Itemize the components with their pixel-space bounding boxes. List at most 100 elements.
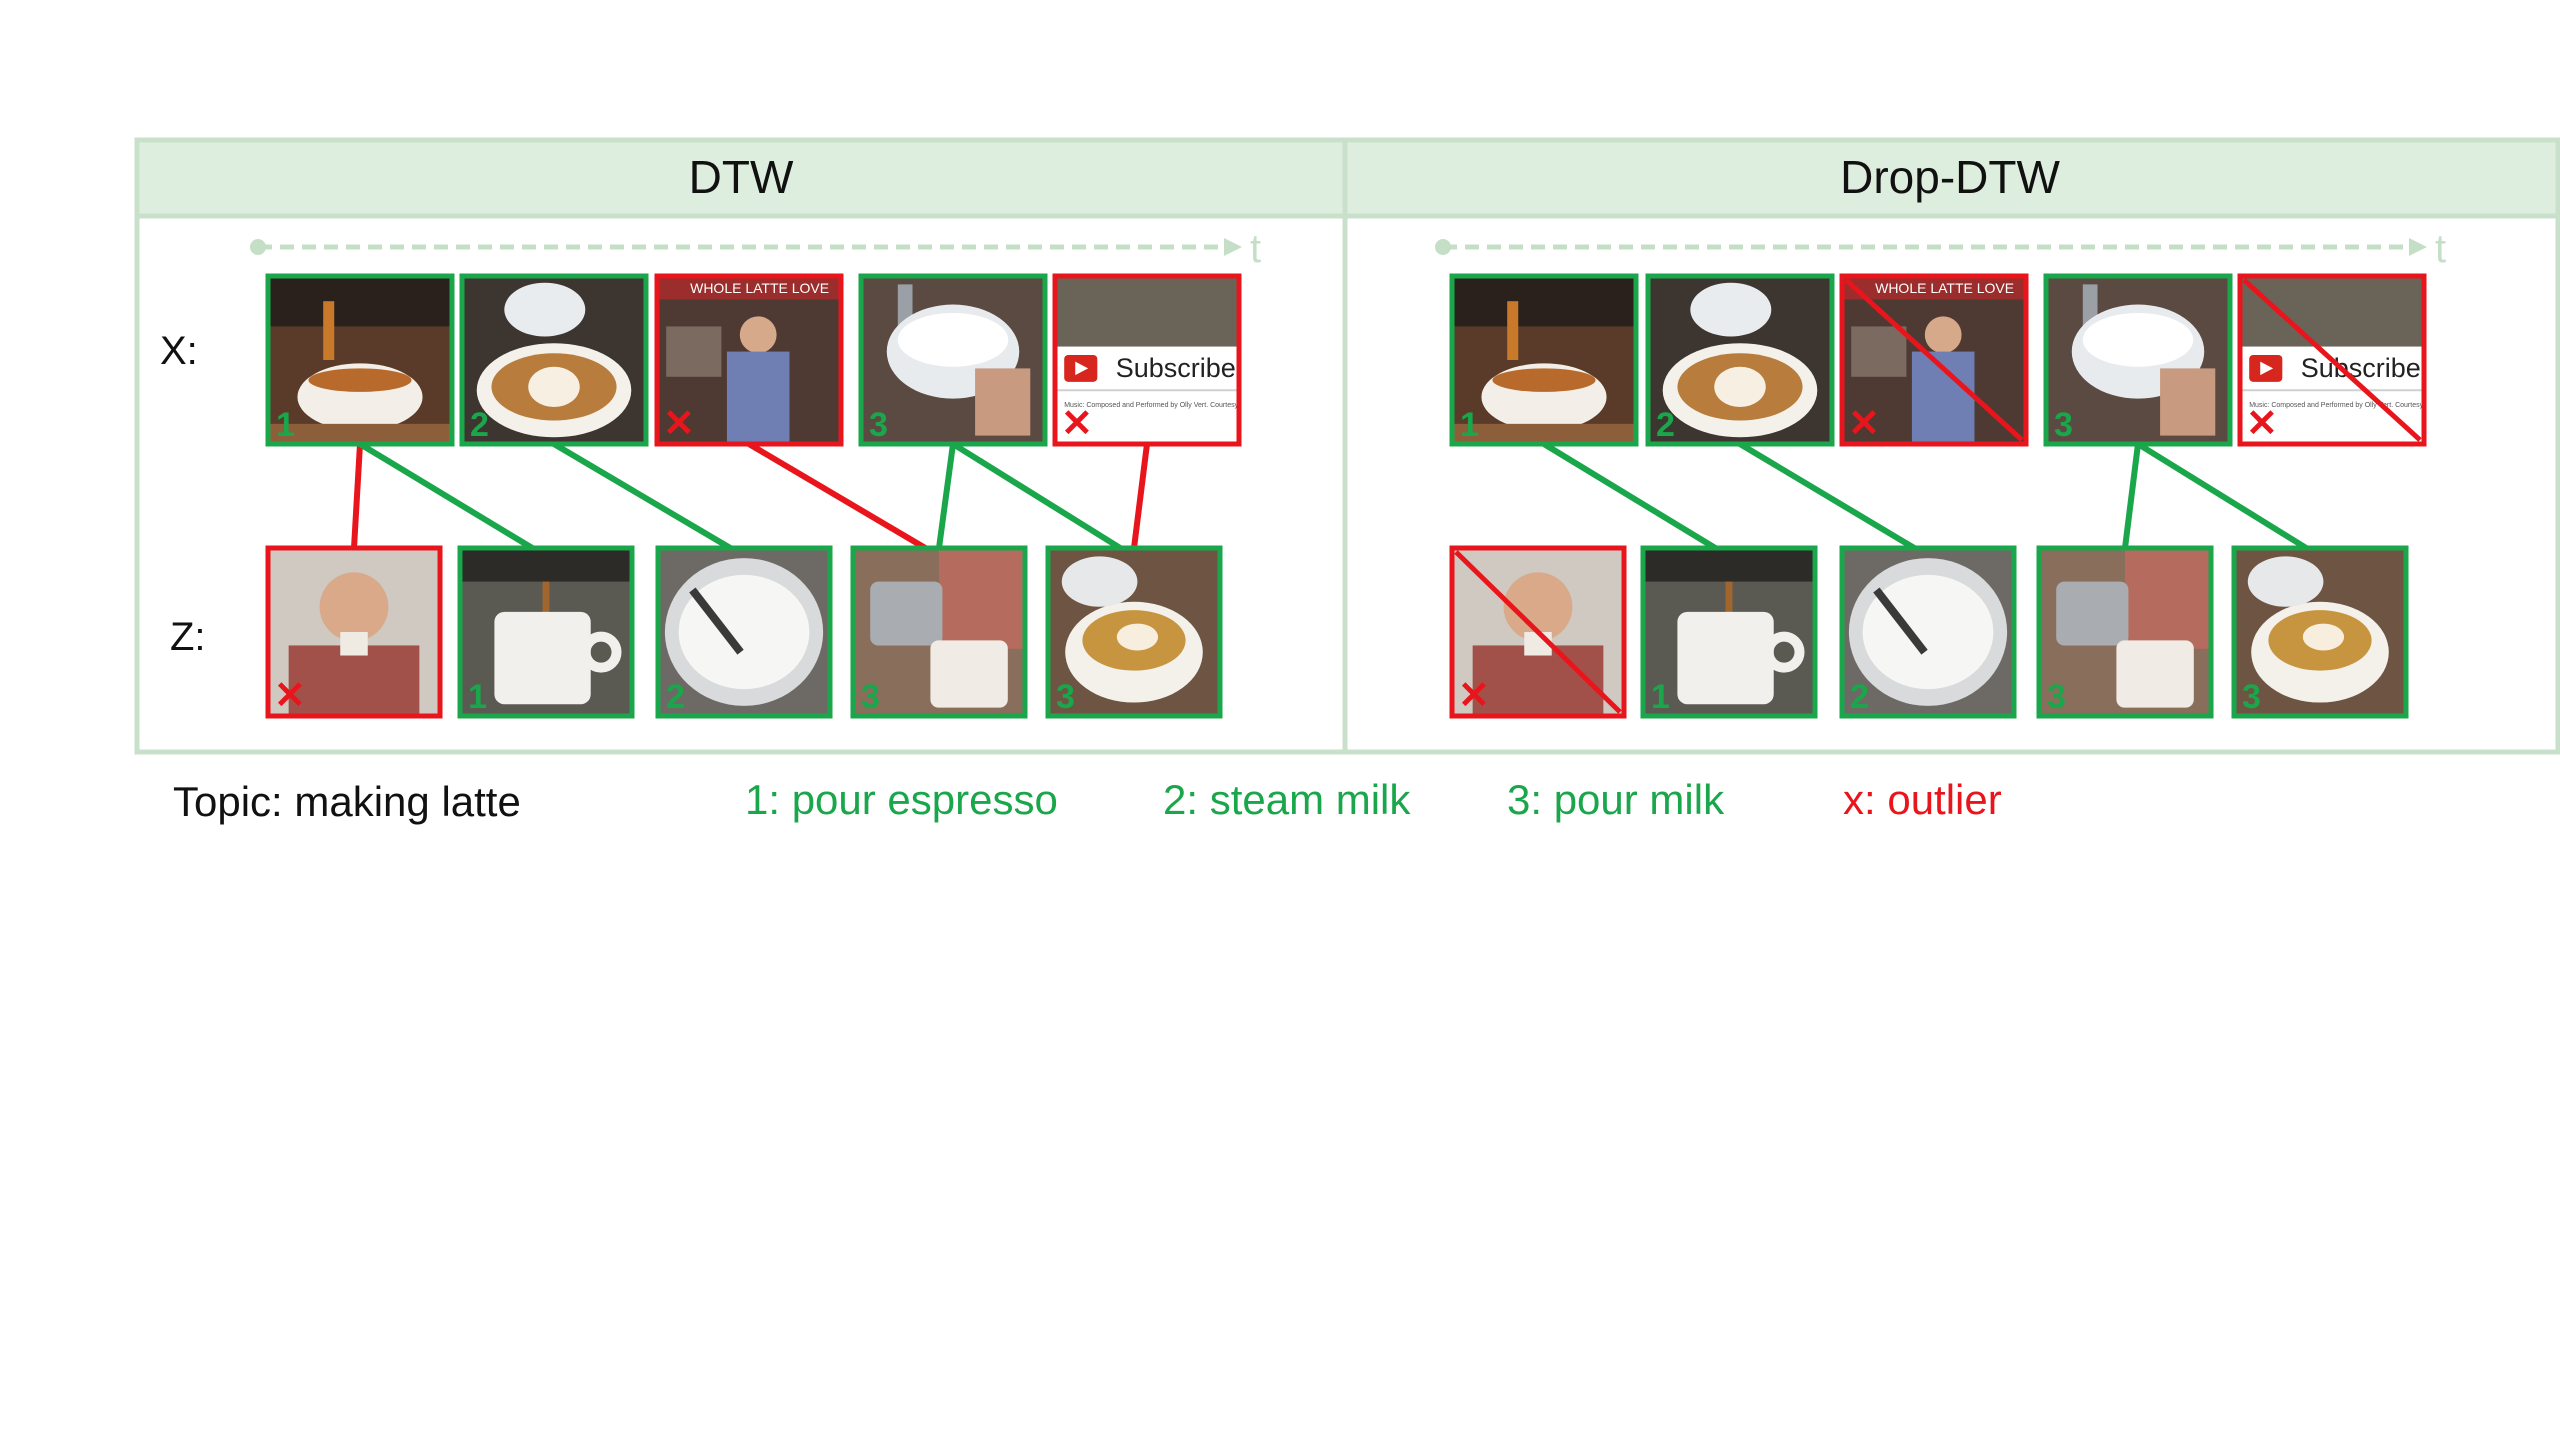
panel-drop-dtw-z-frame-3: 3 [2036,545,2214,719]
outlier-mark: ✕ [1458,675,1490,717]
panel-drop-dtw-link-1 [1738,441,1916,551]
panel-dtw-link-0 [351,443,363,549]
panel-dtw-z-frame-1: 1 [457,545,635,719]
thumbnail-image [853,548,1025,716]
cup [930,640,1008,708]
espresso-stream [1507,301,1519,360]
panel-drop-dtw-link-0 [1542,441,1717,551]
hand [2160,368,2216,436]
frame-border [459,273,649,447]
cup [340,632,368,656]
frame-border [858,273,1048,447]
drip-tray [268,423,452,444]
frame-border [1052,273,1242,447]
machine-head [460,548,632,582]
panel-drop-dtw-x-frame-0: 1 [1449,273,1639,447]
frame-border [1645,273,1835,447]
step-label: 3 [1056,678,1075,716]
thumbnail-image [268,276,452,444]
mug-handle [580,631,622,673]
latte-art [1714,366,1766,408]
plaid-shirt [2125,548,2211,649]
step-label: 3 [869,406,888,444]
panel-drop-dtw-link-2 [2122,443,2141,549]
thumbnail-image [861,276,1045,444]
crema [1492,368,1596,392]
legend-item-pour-milk: 3: pour milk [1507,776,1725,823]
panel-dtw-z-frame-4: 3 [1045,545,1223,719]
frame-border [2237,273,2427,447]
steam-wand [689,587,744,655]
panel-drop-dtw-x-frame-1: 2 [1645,273,1835,447]
panel-dtw-link-3 [747,441,927,551]
frame-border [2043,273,2233,447]
pitcher [1061,556,1138,607]
x-row-label: X: [160,329,198,373]
play-icon [2260,361,2274,376]
thumbnail-image: WHOLE LATTE LOVE [657,276,841,444]
legend-item-pour-espresso: 1: pour espresso [745,776,1058,823]
panel-drop-dtw-x-frame-3: 3 [2043,273,2233,447]
presenter-shirt [726,351,790,444]
mug [494,611,591,705]
step-label: 1 [276,406,295,444]
drop-strike-line [1454,550,1622,714]
legend: Topic: making latte 1: pour espresso 2: … [173,776,2002,825]
drop-strike-line [2242,278,2422,442]
plaid-shirt [288,645,420,716]
drop-strike-line [1844,278,2024,442]
pitcher [504,282,586,337]
machine-head [1643,548,1815,582]
panel-drop-dtw-z-frame-0: ✕ [1449,545,1627,719]
panel-dtw-link-5 [951,441,1122,551]
presenter-head [739,316,777,354]
outlier-mark: ✕ [663,403,695,445]
panel-drop-dtw-timeline-arrowhead [2409,238,2427,256]
banner-bar [657,276,841,300]
step-label: 2 [666,678,685,716]
frame-border [457,545,635,719]
panel-drop-dtw-time-label: t [2435,227,2446,271]
thumbnail-image [2039,548,2211,716]
step-label: 1 [1651,678,1670,716]
play-icon [1075,361,1089,376]
panel-drop-dtw-title: Drop-DTW [1840,151,2060,203]
panel-dtw-link-6 [1131,443,1150,549]
banner-text: WHOLE LATTE LOVE [1875,280,2014,296]
mug [1677,611,1774,705]
panel-drop-dtw-z-frame-1: 1 [1640,545,1818,719]
panel-dtw-time-label: t [1250,227,1261,271]
latte-art [2302,623,2345,651]
outlier-mark: ✕ [2246,403,2278,445]
frame-border [2036,545,2214,719]
video-thumbnail [1055,276,1239,347]
step-label: 3 [861,678,880,716]
steam-wand [1873,587,1928,655]
frame-border [265,545,443,719]
frame-border [850,545,1028,719]
cup [2116,640,2194,708]
frame-border [265,273,455,447]
frame-border [654,273,844,447]
pitcher [2056,581,2129,646]
thumbnail-image [1452,276,1636,444]
pitcher [2247,556,2324,607]
frame-border [1449,273,1639,447]
milk-foam [1862,574,1994,690]
frame-border [1839,545,2017,719]
frame-border [655,545,833,719]
panel-drop-dtw-z-frame-2: 2 [1839,545,2017,719]
hand [975,368,1031,436]
frame-border [2231,545,2409,719]
legend-item-steam-milk: 2: steam milk [1163,776,1411,823]
frame-border [1449,545,1627,719]
espresso-stream [1725,581,1733,616]
panel-dtw-z-frame-3: 3 [850,545,1028,719]
panel-dtw-z-frame-2: 2 [655,545,833,719]
subscribe-button-text: Subscribe [1116,353,1236,383]
